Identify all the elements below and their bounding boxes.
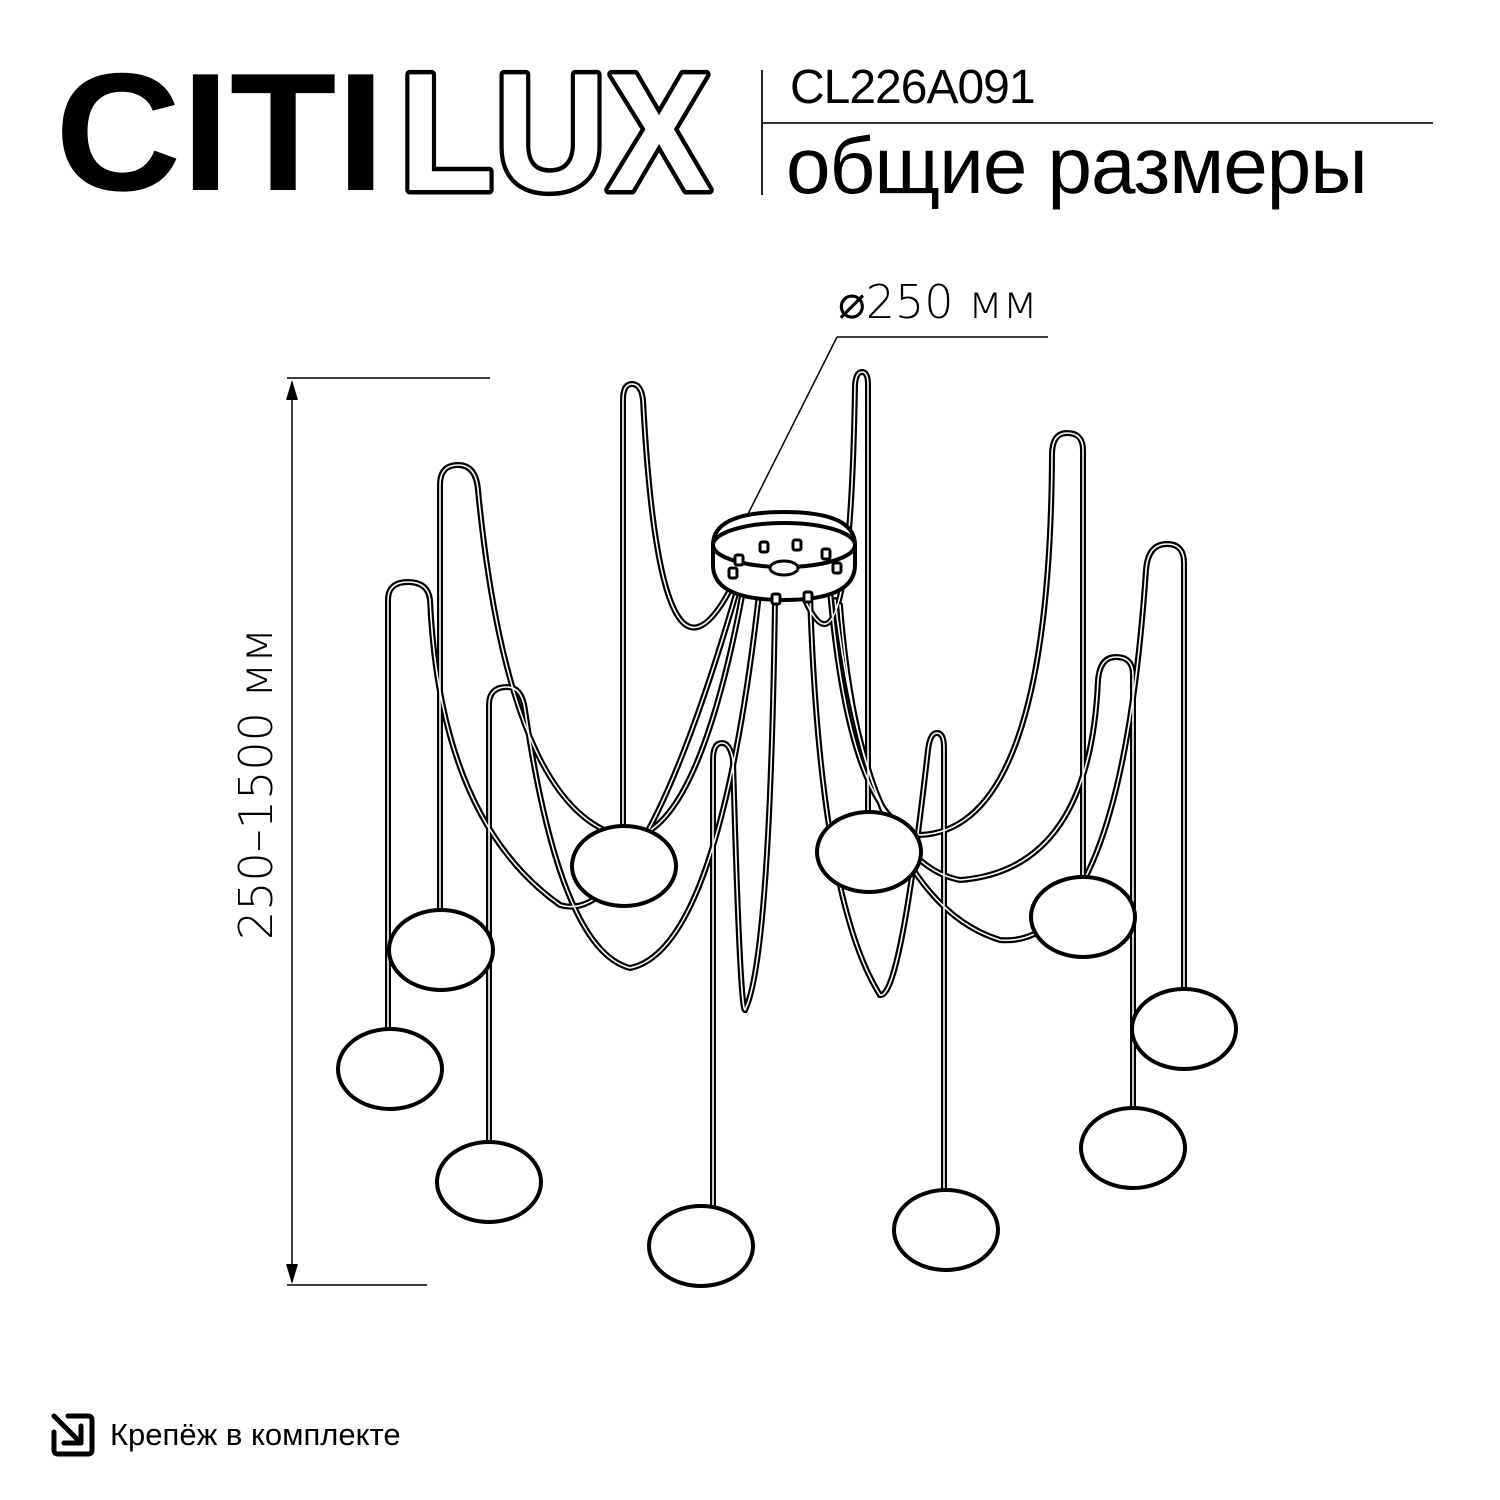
- mounting-kit-note: Крепёж в комплекте: [50, 1412, 401, 1458]
- globe: [1029, 875, 1137, 959]
- globe: [435, 1140, 543, 1224]
- header-horizontal-divider: [761, 122, 1433, 124]
- globe: [815, 810, 923, 894]
- mounting-kit-label: Крепёж в комплекте: [110, 1417, 401, 1452]
- height-label: 250–1500 мм: [229, 628, 283, 940]
- height-dimension: 250–1500 мм: [229, 377, 490, 1286]
- model-number: CL226A091: [790, 61, 1036, 114]
- diameter-dimension: ⌀250 мм: [747, 275, 1048, 515]
- globe: [387, 908, 495, 992]
- glass-globes: [336, 810, 1238, 1288]
- globe: [336, 1027, 444, 1111]
- header-vertical-divider: [761, 70, 763, 195]
- cables: [385, 368, 1187, 1210]
- citilux-logo: CITI LUX: [55, 68, 715, 198]
- globe: [1079, 1106, 1187, 1190]
- globe: [892, 1188, 1000, 1272]
- diameter-label: ⌀250 мм: [838, 275, 1038, 329]
- arrow-up-icon: [286, 380, 298, 400]
- logo-solid-text: CITI: [55, 68, 385, 198]
- logo-outline-text: LUX: [399, 68, 711, 198]
- globe: [647, 1204, 755, 1288]
- arrow-down-icon: [286, 1264, 298, 1284]
- mount-kit-arrow-icon: [51, 1413, 95, 1457]
- ceiling-canopy: [711, 509, 857, 606]
- globe: [570, 824, 678, 908]
- globe: [1130, 987, 1238, 1071]
- page-title: общие размеры: [786, 121, 1368, 210]
